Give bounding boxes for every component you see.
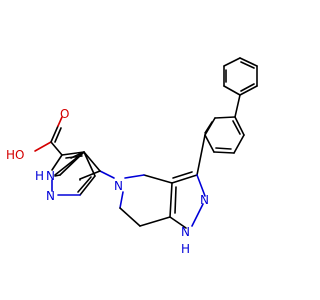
inner-phenyl-ring [204, 116, 245, 154]
amine-n-label: N [114, 179, 123, 193]
structure-diagram: HO O H N N N N N H [6, 57, 258, 256]
pyrazole-n-top: N [46, 189, 55, 203]
methylene-to-n [99, 170, 115, 179]
pyrazole-nh-bottom-h: H [181, 242, 190, 256]
pyrazole-nh-top-h: H [35, 169, 44, 183]
pyrazole-n-bottom: N [200, 193, 209, 207]
tetrahydropyridine-ring [119, 174, 173, 227]
carboxy-pyrazole-ring-main [51, 151, 96, 196]
carbonyl-oxygen-label: O [60, 107, 69, 121]
molecule-canvas: HO O H N N N N N H [6, 57, 258, 256]
methylene-to-pyrazole [79, 170, 101, 180]
pyrazole-nh-top-n: N [46, 169, 55, 183]
biaryl-bond [234, 94, 241, 118]
carboxylic-acid [34, 116, 63, 156]
aryl-pyrazole-bond [196, 134, 206, 176]
terminal-phenyl-ring [223, 57, 258, 96]
hydroxyl-label: HO [6, 148, 24, 162]
pyrazole-nh-bottom-n: N [181, 225, 190, 239]
fused-pyrazole-ring [169, 171, 206, 229]
